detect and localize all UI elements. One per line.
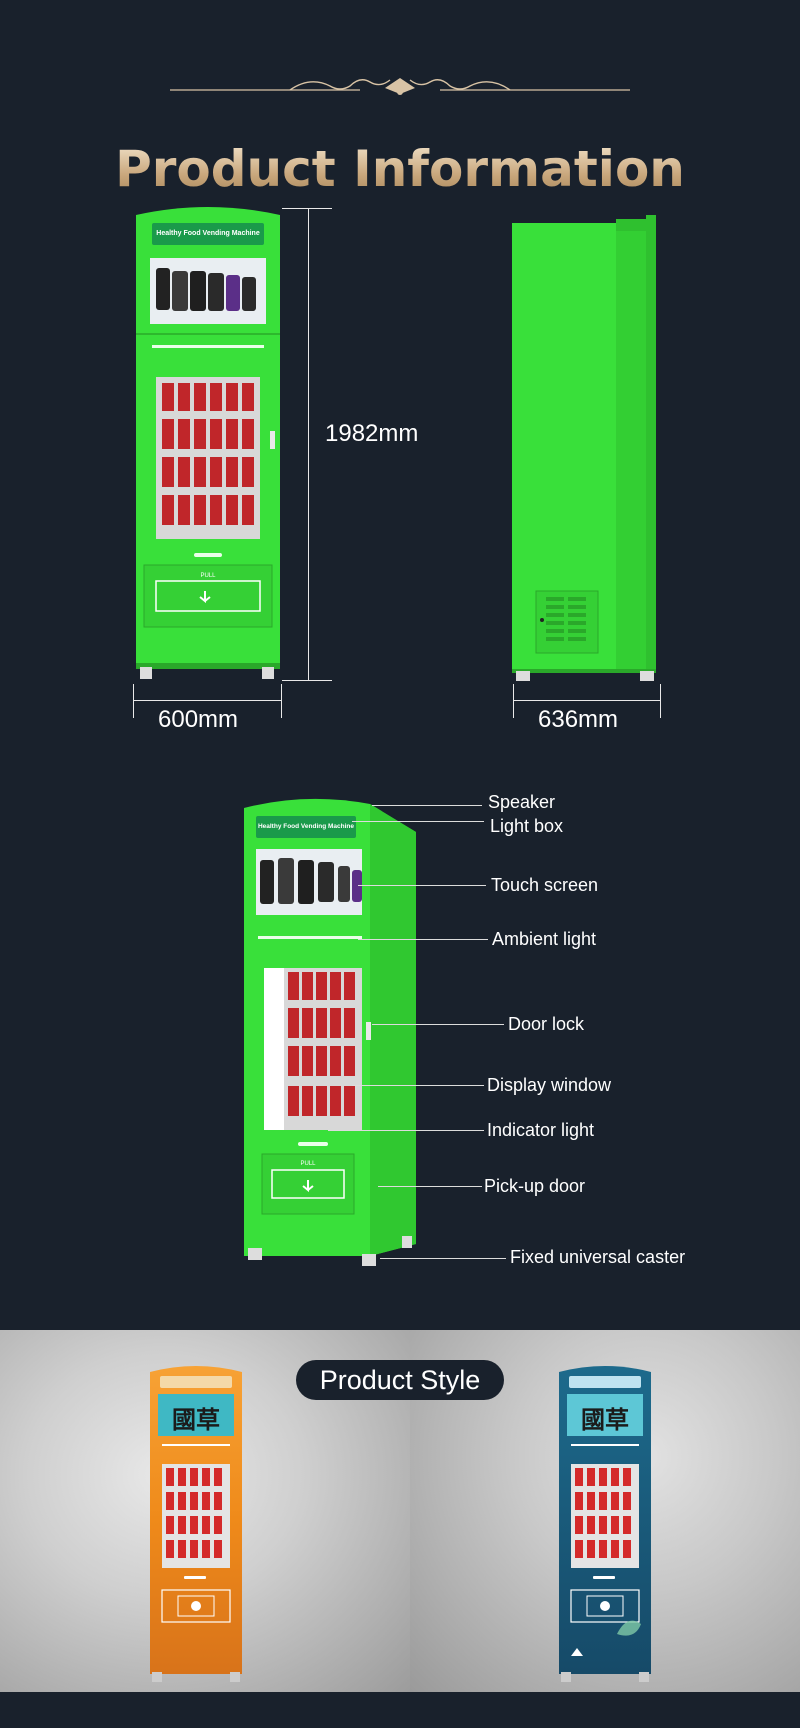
callout-line-ambient-light xyxy=(358,939,488,940)
width-dimension: 600mm xyxy=(158,706,239,733)
blue-machine-illustration xyxy=(559,1366,651,1682)
orange-machine-illustration xyxy=(150,1366,242,1682)
callout-line-speaker xyxy=(372,805,482,806)
width-line-right xyxy=(281,684,282,718)
perspective-light-box-label: Healthy Food Vending Machine xyxy=(257,823,355,830)
callout-line-caster xyxy=(380,1258,506,1259)
height-line-top xyxy=(282,208,332,209)
header: Product Information xyxy=(0,40,800,198)
callout-line-touch-screen xyxy=(358,885,486,886)
callout-speaker: Speaker xyxy=(488,792,556,812)
front-machine-illustration xyxy=(136,207,280,679)
callout-caster: Fixed universal caster xyxy=(510,1247,686,1267)
depth-line-left xyxy=(513,684,514,718)
front-light-box-label: Healthy Food Vending Machine xyxy=(156,230,260,237)
depth-dimension: 636mm xyxy=(538,706,619,733)
footer-strip xyxy=(0,1692,800,1728)
height-line-bottom xyxy=(282,680,332,681)
callout-ambient-light: Ambient light xyxy=(492,929,597,949)
callout-light-box: Light box xyxy=(490,816,564,836)
callout-line-pick-up-door xyxy=(378,1186,482,1187)
perspective-view: Healthy Food Vending Machine PULL xyxy=(242,796,420,1272)
orange-machine: 國草 xyxy=(148,1364,244,1684)
ornament-divider xyxy=(170,78,630,95)
depth-line-right xyxy=(660,684,661,718)
perspective-pull-label: PULL xyxy=(300,1161,316,1167)
product-style-title: Product Style xyxy=(296,1360,504,1400)
front-view: Healthy Food Vending Machine PULL xyxy=(134,205,282,680)
callout-indicator-light: Indicator light xyxy=(487,1120,595,1140)
callout-line-door-lock xyxy=(372,1024,504,1025)
callout-touch-screen: Touch screen xyxy=(491,875,599,895)
page-title: Product Information xyxy=(0,140,800,198)
blue-brand-text: 國草 xyxy=(581,1405,629,1434)
callout-display-window: Display window xyxy=(487,1075,612,1095)
blue-machine: 國草 xyxy=(557,1364,653,1684)
front-pull-label: PULL xyxy=(200,573,216,579)
orange-brand-text: 國草 xyxy=(172,1405,220,1434)
depth-line-horizontal xyxy=(513,700,660,701)
callout-line-display-window xyxy=(352,1085,484,1086)
callout-pick-up-door: Pick-up door xyxy=(484,1176,586,1196)
product-style-section: 國草 xyxy=(0,1330,800,1692)
side-view xyxy=(510,213,666,683)
callout-line-indicator-light xyxy=(328,1130,484,1131)
perspective-machine-illustration xyxy=(244,798,416,1266)
side-machine-illustration xyxy=(512,215,656,681)
callout-line-light-box xyxy=(352,821,484,822)
height-line-vertical xyxy=(308,208,309,680)
width-line-left xyxy=(133,684,134,718)
width-line-horizontal xyxy=(133,700,281,701)
callout-door-lock: Door lock xyxy=(508,1014,585,1034)
height-dimension: 1982mm xyxy=(325,420,419,447)
